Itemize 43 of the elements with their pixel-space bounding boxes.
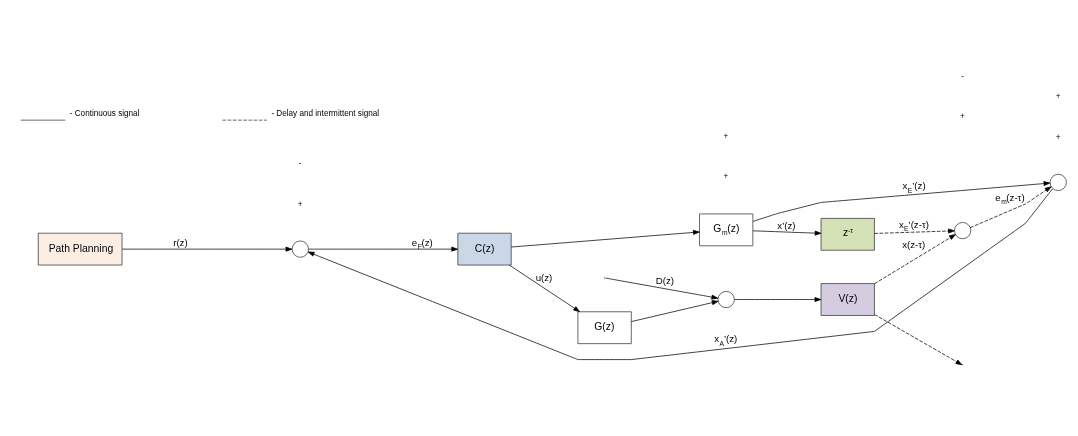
label: + [297,199,303,209]
label: + [960,111,965,121]
node-box: G$_{m}$(z) [699,213,754,246]
arrow [874,228,955,234]
arrow [969,185,1052,228]
edge-label: e$_{F}$(z) [411,236,433,250]
label: + [723,171,729,181]
label: + [1055,132,1061,142]
arrow [734,296,822,302]
node-box: Path Planning [37,232,123,265]
node-box: C(z) [457,232,512,265]
node-box: G(z) [577,310,632,344]
arrow [874,233,956,284]
arrow [631,299,719,322]
edge-label: x(z-τ) [902,238,926,250]
node-circle [717,290,735,308]
legend-label: - Delay and intermittent signal [271,108,380,118]
edge-label: r(z) [173,236,188,248]
label: + [1055,91,1061,101]
edge-label: x$_{E}$’(z) [902,179,926,194]
arrow [511,229,700,247]
label: - [298,158,302,168]
label: + [723,131,729,141]
node-circle [291,240,309,258]
legend-label: - Continuous signal [69,108,140,118]
arrow [752,229,822,236]
node-circle [1049,173,1067,191]
node-circle [954,221,972,239]
arrow [121,246,293,252]
edge-label: D(z) [655,274,674,286]
arrow [509,264,580,312]
arrow [605,277,719,300]
edge-label: x$_{A}$’(z) [714,332,738,347]
edge-label: x$_{E}$’(z-τ) [898,218,929,232]
edge-label: x’(z) [777,219,796,231]
node-box: z$^{-τ}$ [820,217,875,251]
edge-label: e$_{m}$(z-τ) [995,191,1025,205]
node-box: V(z) [820,282,875,316]
arrow [307,187,1053,360]
arrow [308,246,458,252]
arrow [752,180,1051,222]
edge-label: u(z) [535,271,553,283]
label: - [961,70,964,80]
